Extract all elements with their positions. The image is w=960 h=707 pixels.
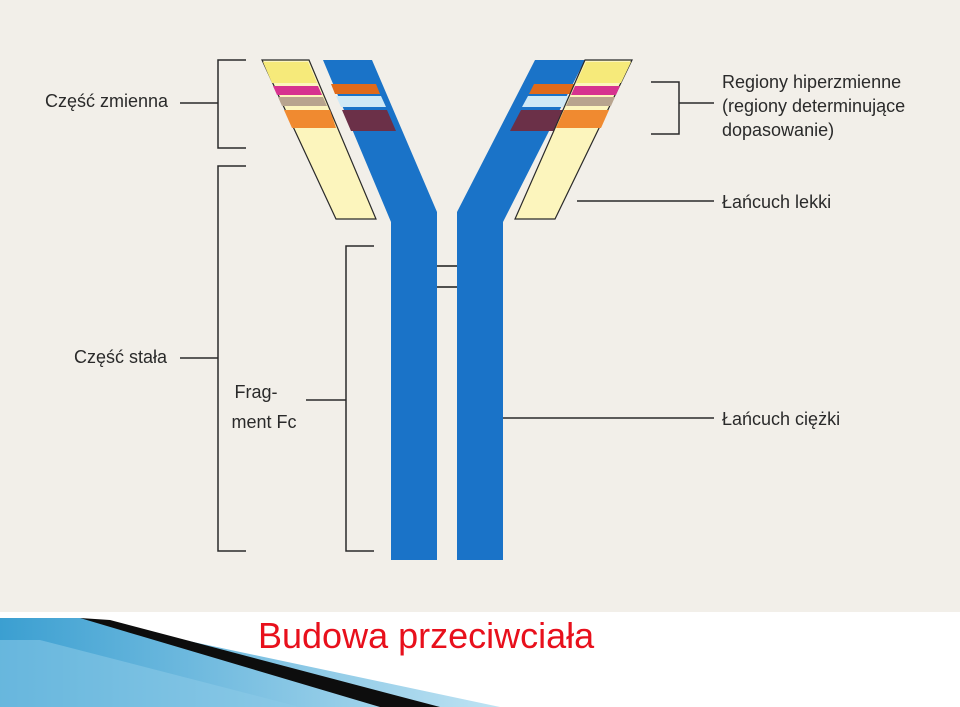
light-chain-left <box>261 59 377 220</box>
label-hypervariable-line3: dopasowanie) <box>722 120 834 140</box>
bracket-hypervariable <box>651 81 714 135</box>
right-heavy-hypervariable-bands <box>510 84 578 131</box>
light-chain-right <box>514 59 633 220</box>
antibody-diagram: Część zmienna Część stała Frag- ment Fc … <box>45 59 905 560</box>
label-constant-part: Część stała <box>74 347 168 367</box>
heavy-chain-left <box>323 60 437 560</box>
label-hypervariable-line1: Regiony hiperzmienne <box>722 72 901 92</box>
label-fc-fragment-line1: Frag- <box>234 382 277 402</box>
label-hypervariable-line2: (regiony determinujące <box>722 96 905 116</box>
label-heavy-chain: Łańcuch ciężki <box>722 409 840 429</box>
left-heavy-hypervariable-bands <box>326 66 396 131</box>
heavy-chain-right <box>457 60 585 560</box>
bracket-fc-fragment <box>306 245 374 552</box>
bracket-variable-part <box>180 59 246 149</box>
label-variable-part: Część zmienna <box>45 91 169 111</box>
label-fc-fragment-line2: ment Fc <box>231 412 296 432</box>
label-light-chain: Łańcuch lekki <box>722 192 831 212</box>
bracket-constant-part <box>180 165 246 552</box>
slide-caption: Budowa przeciwciała <box>258 615 595 656</box>
footer-decoration <box>0 618 500 707</box>
